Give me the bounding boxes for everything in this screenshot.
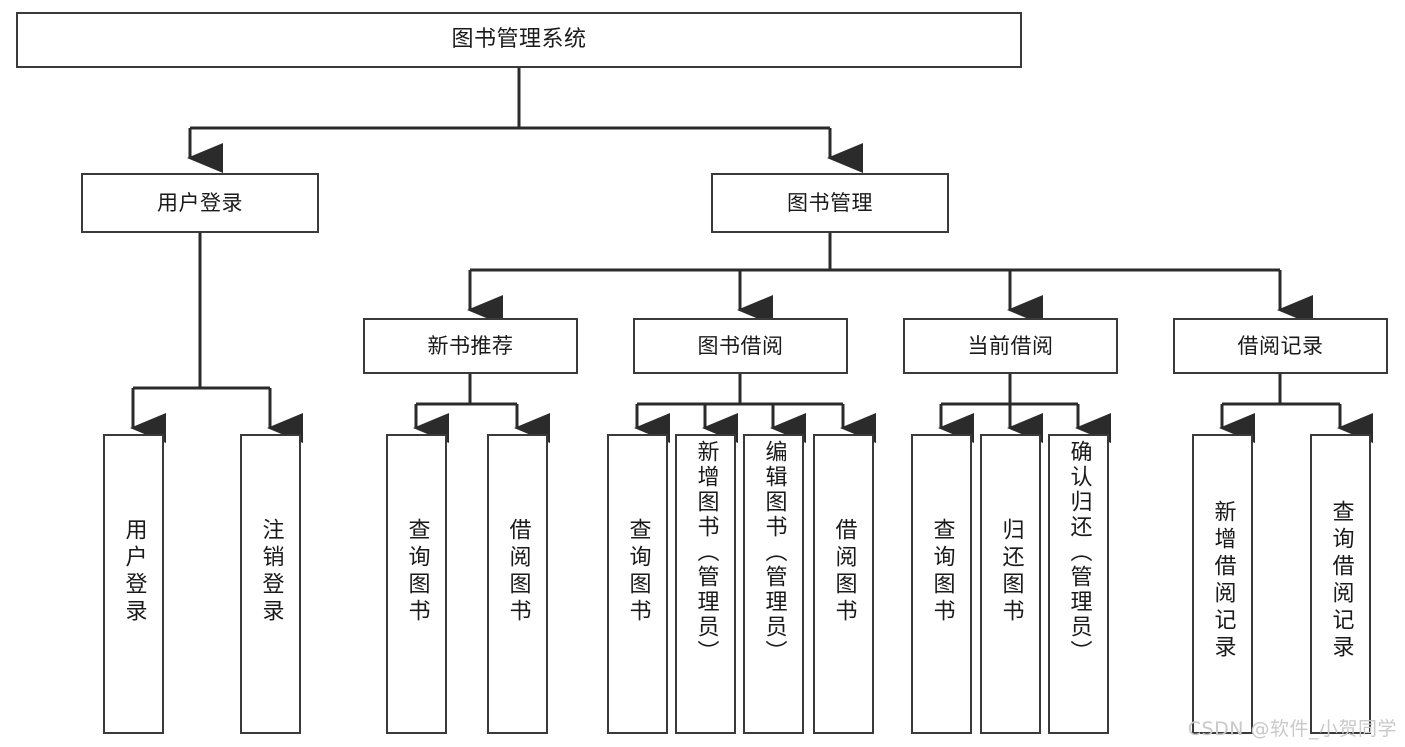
node-leaf-add-borrow-record[interactable]: 新增借阅记录 <box>1192 434 1253 734</box>
node-label: 借阅图书 <box>505 518 531 626</box>
node-label: 图书借阅 <box>697 333 784 358</box>
node-leaf-query-borrow-record[interactable]: 查询借阅记录 <box>1310 434 1371 734</box>
node-leaf-confirm-return[interactable]: 确认归还（管理员） <box>1048 434 1109 734</box>
node-label: 新增图书（管理员） <box>693 440 719 665</box>
node-leaf-borrow-book[interactable]: 借阅图书 <box>813 434 874 734</box>
node-leaf-query-book-current[interactable]: 查询图书 <box>911 434 972 734</box>
node-current-borrow[interactable]: 当前借阅 <box>903 318 1118 374</box>
node-new-book-recommend[interactable]: 新书推荐 <box>363 318 578 374</box>
node-label: 查询图书 <box>929 518 955 626</box>
node-leaf-logout[interactable]: 注销登录 <box>240 434 301 734</box>
node-label: 注销登录 <box>258 518 284 626</box>
node-label: 查询图书 <box>404 518 430 626</box>
node-label: 用户登录 <box>157 190 243 215</box>
node-leaf-edit-book[interactable]: 编辑图书（管理员） <box>743 434 804 734</box>
node-label: 当前借阅 <box>967 333 1054 358</box>
node-leaf-user-login[interactable]: 用户登录 <box>103 434 164 734</box>
node-label: 图书管理 <box>787 190 873 215</box>
node-root-system[interactable]: 图书管理系统 <box>16 12 1022 68</box>
node-leaf-return-book[interactable]: 归还图书 <box>980 434 1041 734</box>
node-book-borrow[interactable]: 图书借阅 <box>633 318 848 374</box>
node-label: 图书管理系统 <box>451 27 587 53</box>
node-leaf-borrow-book-recommend[interactable]: 借阅图书 <box>487 434 548 734</box>
node-label: 查询图书 <box>625 518 651 626</box>
node-book-manage[interactable]: 图书管理 <box>711 173 949 233</box>
node-leaf-add-book[interactable]: 新增图书（管理员） <box>675 434 736 734</box>
node-label: 查询借阅记录 <box>1328 500 1354 662</box>
node-label: 新增借阅记录 <box>1210 500 1236 662</box>
csdn-watermark: CSDN @软件_小贺同学 <box>1187 718 1397 740</box>
node-label: 编辑图书（管理员） <box>761 440 787 665</box>
node-label: 新书推荐 <box>427 333 514 358</box>
node-leaf-query-book-borrow[interactable]: 查询图书 <box>607 434 668 734</box>
node-borrow-record[interactable]: 借阅记录 <box>1173 318 1388 374</box>
node-label: 用户登录 <box>121 518 147 626</box>
node-user-login[interactable]: 用户登录 <box>81 173 319 233</box>
node-label: 借阅记录 <box>1237 333 1324 358</box>
node-label: 借阅图书 <box>831 518 857 626</box>
node-label: 确认归还（管理员） <box>1066 440 1092 665</box>
node-leaf-query-book-recommend[interactable]: 查询图书 <box>386 434 447 734</box>
node-label: 归还图书 <box>998 518 1024 626</box>
